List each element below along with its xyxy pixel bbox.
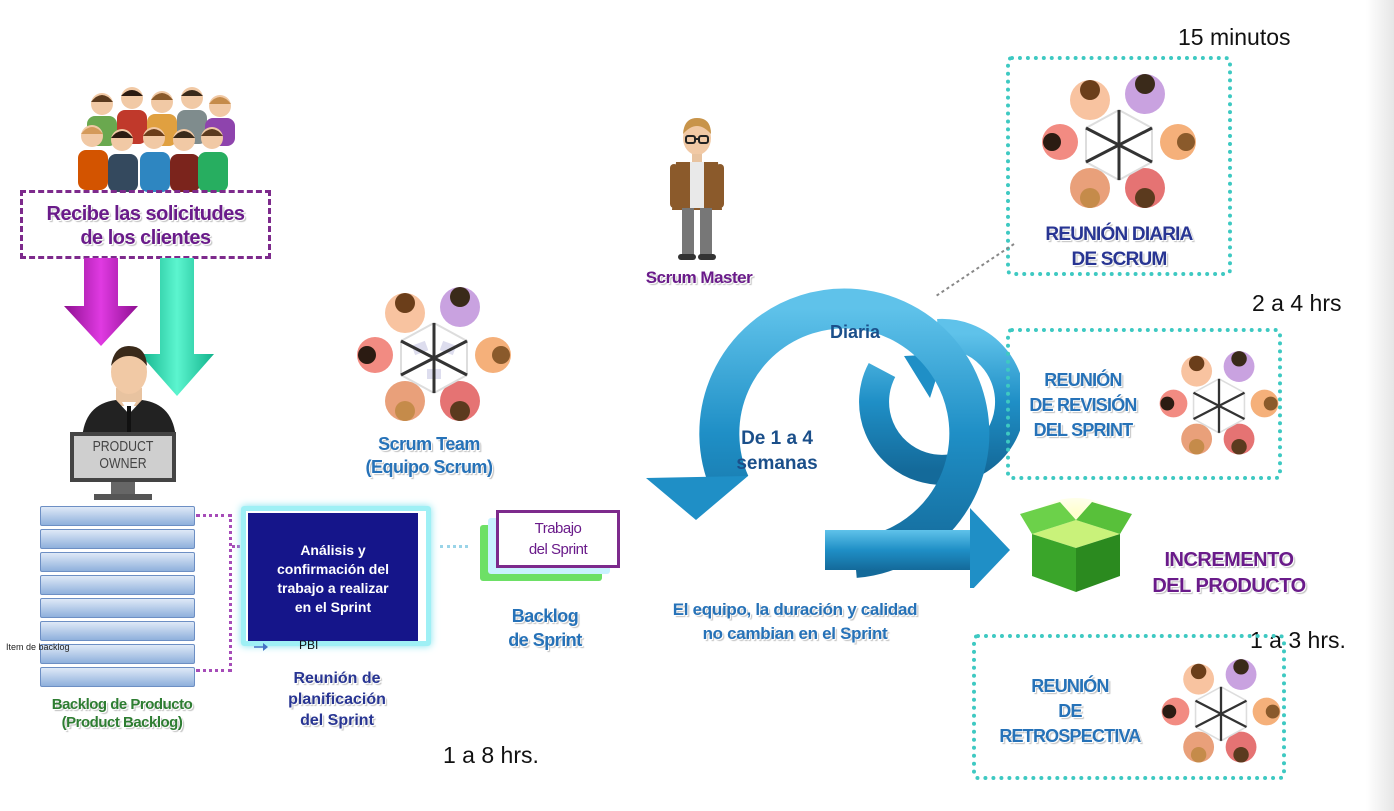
retro-meeting-label: REUNIÓN DE RETROSPECTIVA (972, 674, 1168, 749)
sprint-length-label: De 1 a 4 semanas (712, 426, 842, 476)
item-backlog-label: Item de backlog (6, 642, 70, 652)
product-owner-person-icon (82, 346, 176, 440)
client-requests-line2: de los clientes (80, 227, 211, 249)
planning-box-edge (420, 516, 430, 638)
planning-line1: Reunión de (293, 670, 381, 687)
time-review-label: 2 a 4 hrs (1252, 290, 1342, 316)
scrum-master-person-icon (670, 118, 724, 260)
pbi-label: PBI (299, 638, 319, 652)
sprint-backlog-line1: Backlog (511, 606, 579, 626)
monitor-base (94, 494, 152, 500)
scrum-master-label: Scrum Master (645, 268, 753, 287)
team-note-line1: El equipo, la duración y calidad (672, 600, 918, 619)
backlog-row (40, 506, 195, 526)
planning-box-line3: trabajo a realizar (277, 580, 389, 596)
product-backlog-label: Backlog de Producto (Product Backlog) (22, 696, 222, 732)
planning-box-line2: confirmación del (276, 561, 390, 577)
increment-box-icon (1020, 498, 1132, 592)
product-backlog-line1: Backlog de Producto (51, 696, 193, 713)
backlog-row (40, 529, 195, 549)
planning-box-line4: en el Sprint (294, 599, 372, 615)
pbi-arrow-icon (254, 643, 268, 651)
scrum-team-label: Scrum Team (Equipo Scrum) (344, 433, 514, 479)
review-line3: DEL SPRINT (1033, 420, 1133, 440)
retro-meeting-table-icon (1161, 659, 1281, 763)
retro-meeting-box (972, 634, 1286, 780)
client-requests-box (20, 190, 271, 259)
client-requests-line1: Recibe las solicitudes (46, 203, 245, 225)
retro-line2: DE (1058, 701, 1082, 721)
backlog-row (40, 575, 195, 595)
sprint-work-line1: Trabajo (534, 520, 582, 537)
product-owner-line2: OWNER (99, 455, 147, 472)
customers-group-icon (78, 87, 235, 192)
backlog-row (40, 667, 195, 687)
increment-line2: DEL PRODUCTO (1152, 575, 1306, 597)
time-planning-label: 1 a 8 hrs. (443, 742, 539, 768)
scrum-team-line1: Scrum Team (378, 434, 480, 454)
sprint-backlog-label: Backlog de Sprint (480, 604, 610, 652)
scrum-team-line2: (Equipo Scrum) (365, 457, 494, 477)
planning-meeting-label: Reunión de planificación del Sprint (262, 668, 412, 731)
sprint-work-text: Trabajo del Sprint (496, 518, 620, 560)
product-owner-monitor (70, 432, 176, 482)
review-meeting-box (1006, 328, 1282, 480)
daily-meeting-line1: REUNIÓN DIARIA (1045, 224, 1193, 245)
backlog-row (40, 621, 195, 641)
sprint-work-line2: del Sprint (528, 541, 588, 558)
backlog-row (40, 644, 195, 664)
sprint-length-line1: De 1 a 4 (741, 428, 813, 449)
daily-meeting-line2: DE SCRUM (1071, 249, 1168, 270)
magenta-down-arrow-icon (64, 258, 138, 346)
daily-meeting-table-icon (1042, 74, 1196, 208)
bracket-connector (232, 545, 246, 548)
review-meeting-label: REUNIÓN DE REVISIÓN DEL SPRINT (1008, 368, 1158, 443)
team-note: El equipo, la duración y calidad no camb… (620, 598, 970, 646)
right-edge-shade (1366, 0, 1394, 811)
time-retro-label: 1 a 3 hrs. (1250, 627, 1346, 653)
mint-down-arrow-icon (140, 258, 214, 396)
review-line1: REUNIÓN (1044, 370, 1122, 390)
backlog-bracket (196, 514, 232, 672)
daily-meeting-box (1006, 56, 1232, 276)
planning-box-text: Análisis y confirmación del trabajo a re… (248, 541, 418, 617)
planning-box (248, 513, 418, 641)
client-requests-text: Recibe las solicitudes de los clientes (20, 202, 271, 250)
sprint-cycle-arrows (646, 288, 1020, 588)
daily-connector-line (935, 243, 1015, 297)
team-note-line2: no cambian en el Sprint (702, 624, 888, 643)
review-line2: DE REVISIÓN (1029, 395, 1137, 415)
sprint-work-box (496, 510, 620, 568)
scrum-team-table-icon (357, 287, 511, 421)
planning-box-line1: Análisis y (300, 542, 366, 558)
product-owner-line1: PRODUCT (92, 438, 154, 455)
planning-line2: planificación (288, 691, 386, 708)
product-backlog-line2: (Product Backlog) (61, 714, 183, 731)
sprint-length-line2: semanas (736, 453, 818, 474)
increment-label: INCREMENTO DEL PRODUCTO (1134, 547, 1324, 599)
planning-connector (440, 545, 468, 548)
monitor-stand (111, 482, 135, 496)
planning-line3: del Sprint (300, 712, 374, 729)
retro-line3: RETROSPECTIVA (999, 726, 1141, 746)
product-owner-label: PRODUCT OWNER (80, 438, 167, 472)
backlog-row (40, 552, 195, 572)
increment-line1: INCREMENTO (1164, 549, 1294, 571)
backlog-row (40, 598, 195, 618)
sprint-backlog-line2: de Sprint (508, 630, 582, 650)
daily-meeting-label: REUNIÓN DIARIA DE SCRUM (1006, 222, 1232, 272)
review-meeting-table-icon (1159, 351, 1279, 455)
daily-label: Diaria (829, 322, 881, 342)
product-backlog-stack (40, 506, 195, 687)
retro-line1: REUNIÓN (1031, 676, 1109, 696)
time-daily-label: 15 minutos (1178, 24, 1291, 50)
